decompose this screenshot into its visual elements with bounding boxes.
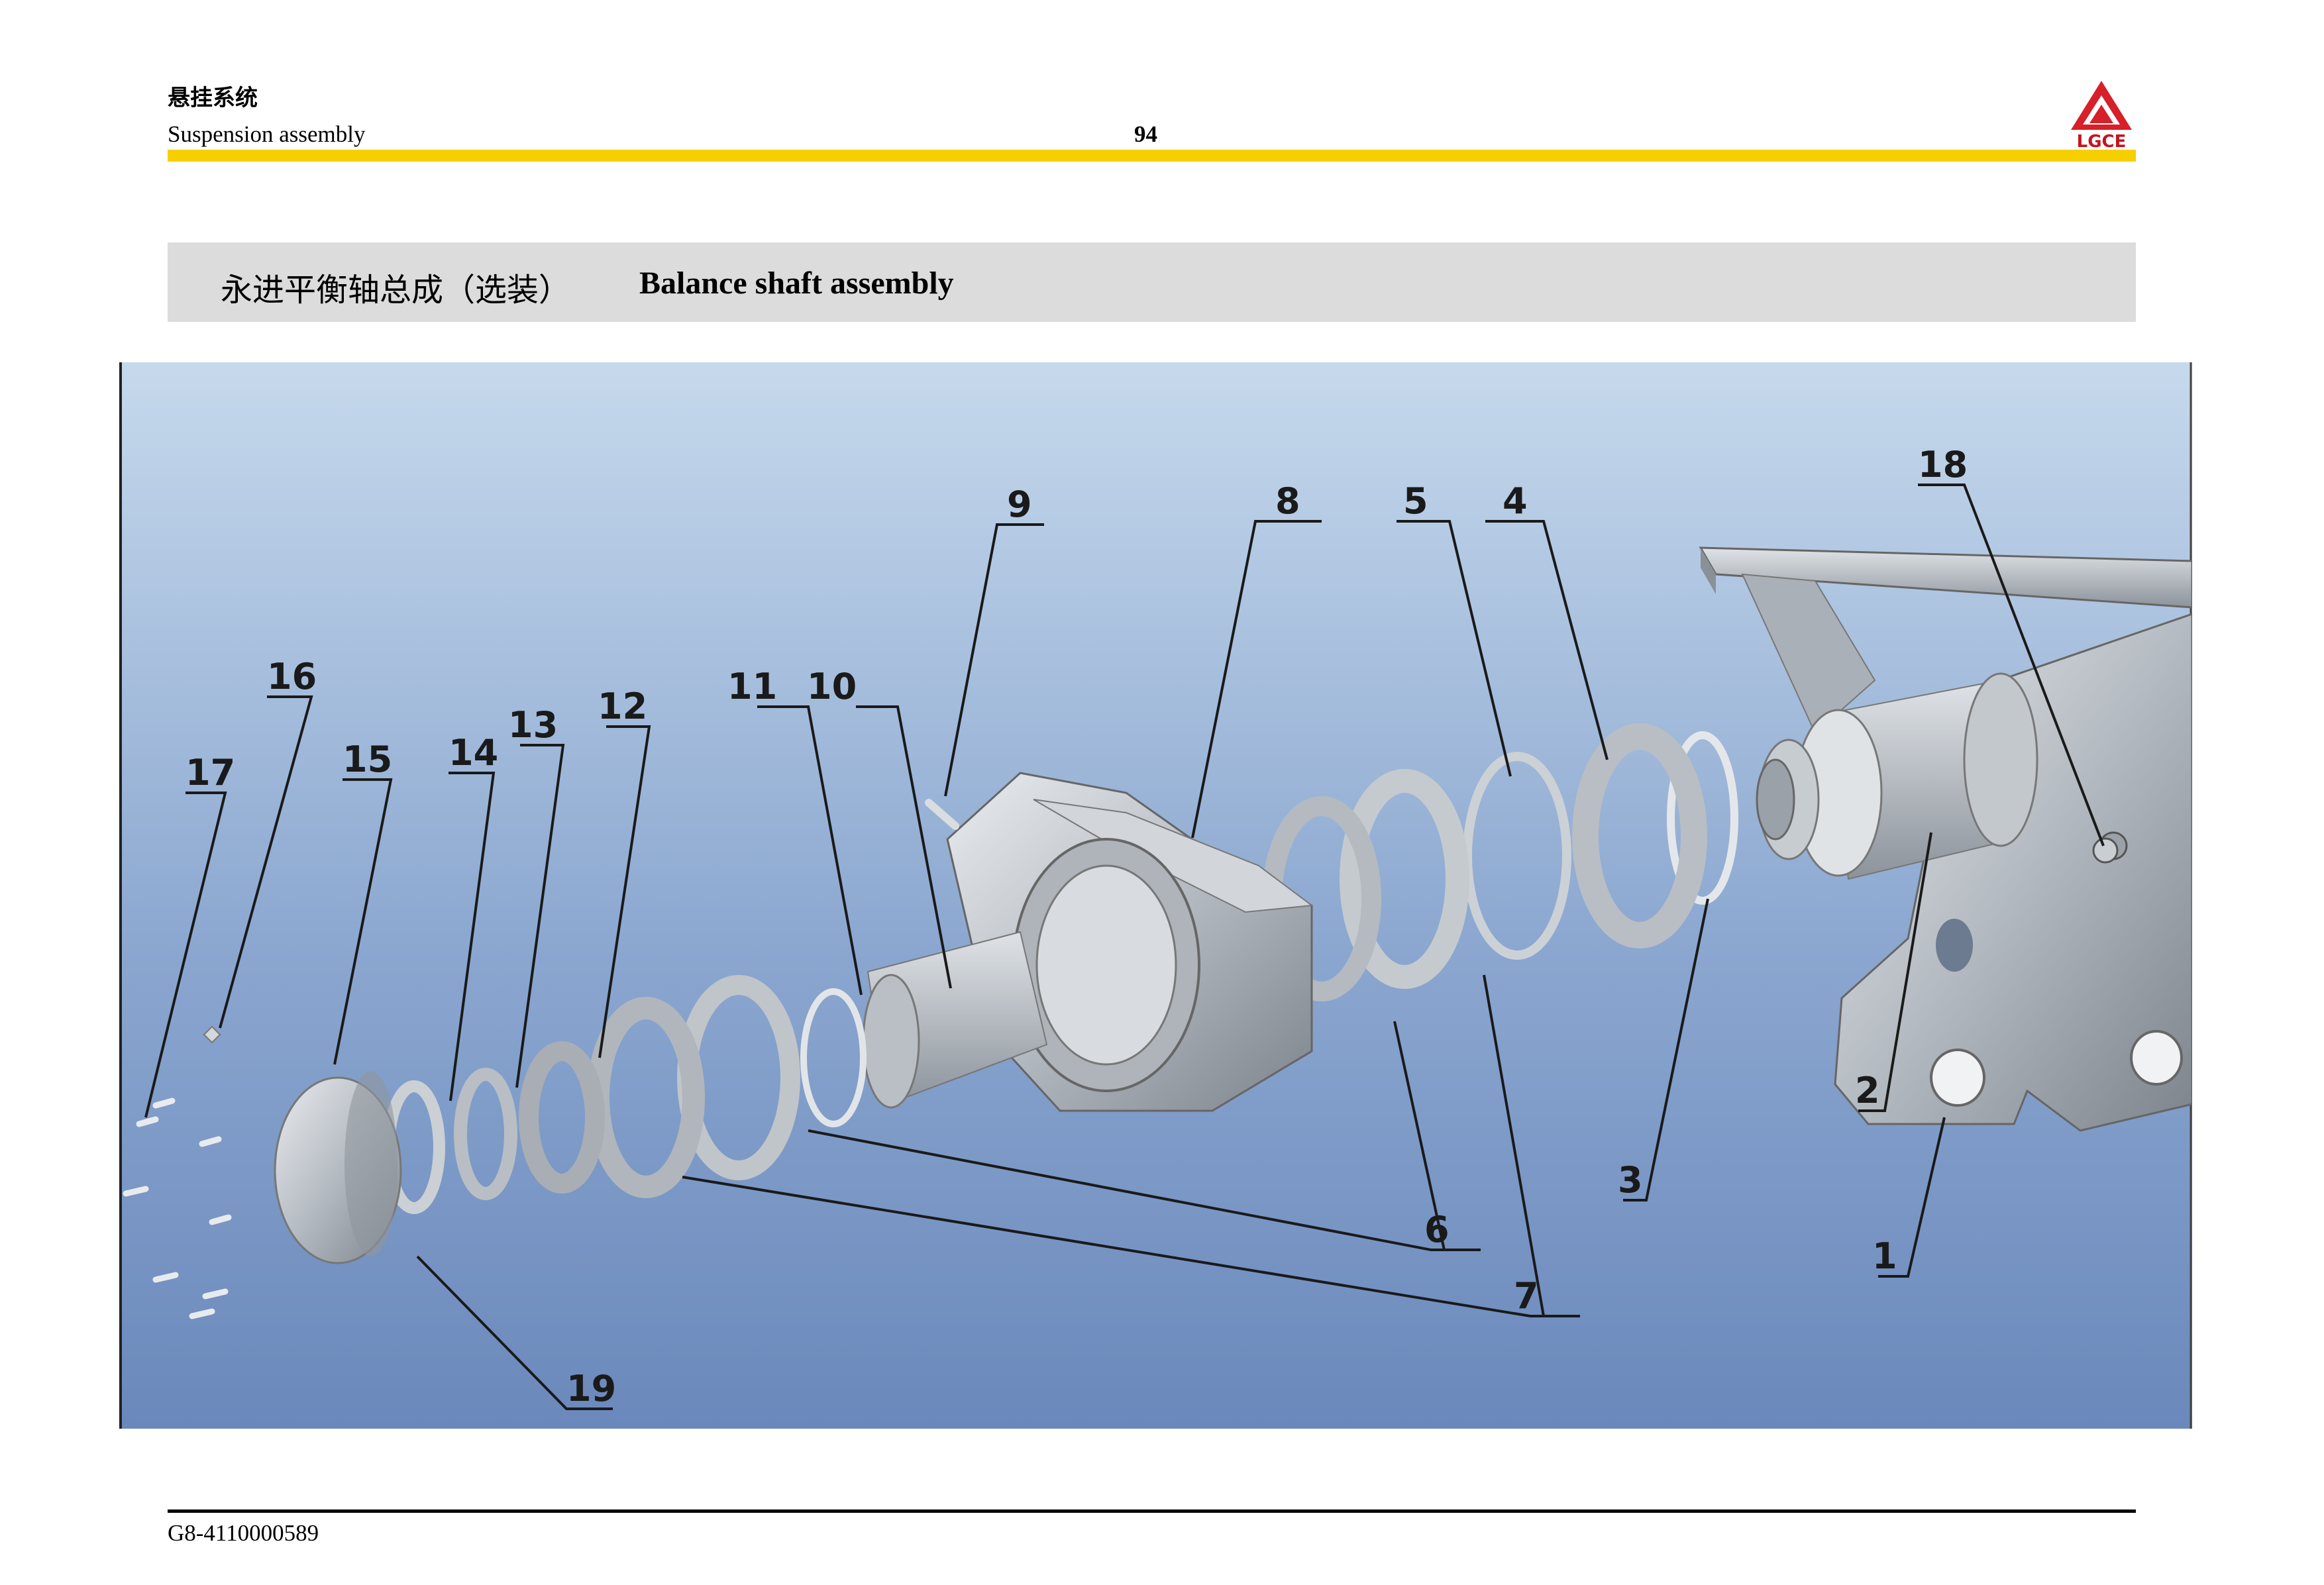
bearing-cone-part-4 <box>1572 723 1707 948</box>
callout-13: 13 <box>508 704 558 746</box>
page-number: 94 <box>1134 121 1157 147</box>
bearing-part-7-right <box>1340 769 1469 989</box>
callout-18: 18 <box>1918 444 1968 486</box>
section-title-en: Suspension assembly <box>168 121 366 147</box>
lock-washer-part-14 <box>454 1068 517 1200</box>
nut-part-13 <box>519 1041 605 1194</box>
brand-logo: LGCE <box>2071 81 2132 150</box>
pin-part-9 <box>925 799 959 830</box>
callout-12: 12 <box>598 686 647 727</box>
callout-numbers: 1 2 3 4 5 6 7 8 9 10 11 12 13 14 15 16 1… <box>185 444 1968 1409</box>
callout-8: 8 <box>1275 480 1300 522</box>
plug-part-16 <box>203 1025 221 1044</box>
document-code: G8-4110000589 <box>168 1520 319 1546</box>
callout-9: 9 <box>1007 484 1032 525</box>
callout-7: 7 <box>1514 1275 1539 1317</box>
callout-6: 6 <box>1424 1209 1450 1251</box>
bolt-part-18 <box>2092 837 2119 864</box>
callout-16: 16 <box>267 656 317 697</box>
callout-17: 17 <box>185 752 235 793</box>
exploded-view-drawing: 1 2 3 4 5 6 7 8 9 10 11 12 13 14 15 16 1… <box>119 362 2192 1429</box>
diagram-title-cn: 永进平衡轴总成（选装） <box>221 272 571 309</box>
end-cover-part <box>274 1071 402 1264</box>
callout-3: 3 <box>1618 1159 1643 1201</box>
section-title-cn: 悬挂系统 <box>168 85 258 111</box>
leader-lines <box>144 484 2105 1410</box>
footer-divider <box>168 1509 2136 1513</box>
header-divider <box>168 150 2136 162</box>
o-ring-part-3 <box>1667 731 1738 905</box>
o-ring-part-10 <box>800 988 867 1127</box>
callout-10: 10 <box>807 666 857 707</box>
diagram-title-en: Balance shaft assembly <box>639 266 954 301</box>
callout-5: 5 <box>1403 480 1428 522</box>
callout-1: 1 <box>1872 1235 1897 1277</box>
hub-housing-part <box>862 772 1314 1112</box>
bolts-part-17 <box>123 1098 232 1319</box>
balance-shaft-part <box>1756 672 2038 880</box>
callout-4: 4 <box>1503 480 1528 522</box>
callout-14: 14 <box>449 732 498 774</box>
title-band: 永进平衡轴总成（选装） Balance shaft assembly <box>168 242 2136 322</box>
callout-15: 15 <box>343 739 392 780</box>
callout-19: 19 <box>566 1368 616 1409</box>
logo-text: LGCE <box>2077 132 2127 150</box>
callout-2: 2 <box>1855 1070 1880 1111</box>
callout-11: 11 <box>727 666 777 707</box>
